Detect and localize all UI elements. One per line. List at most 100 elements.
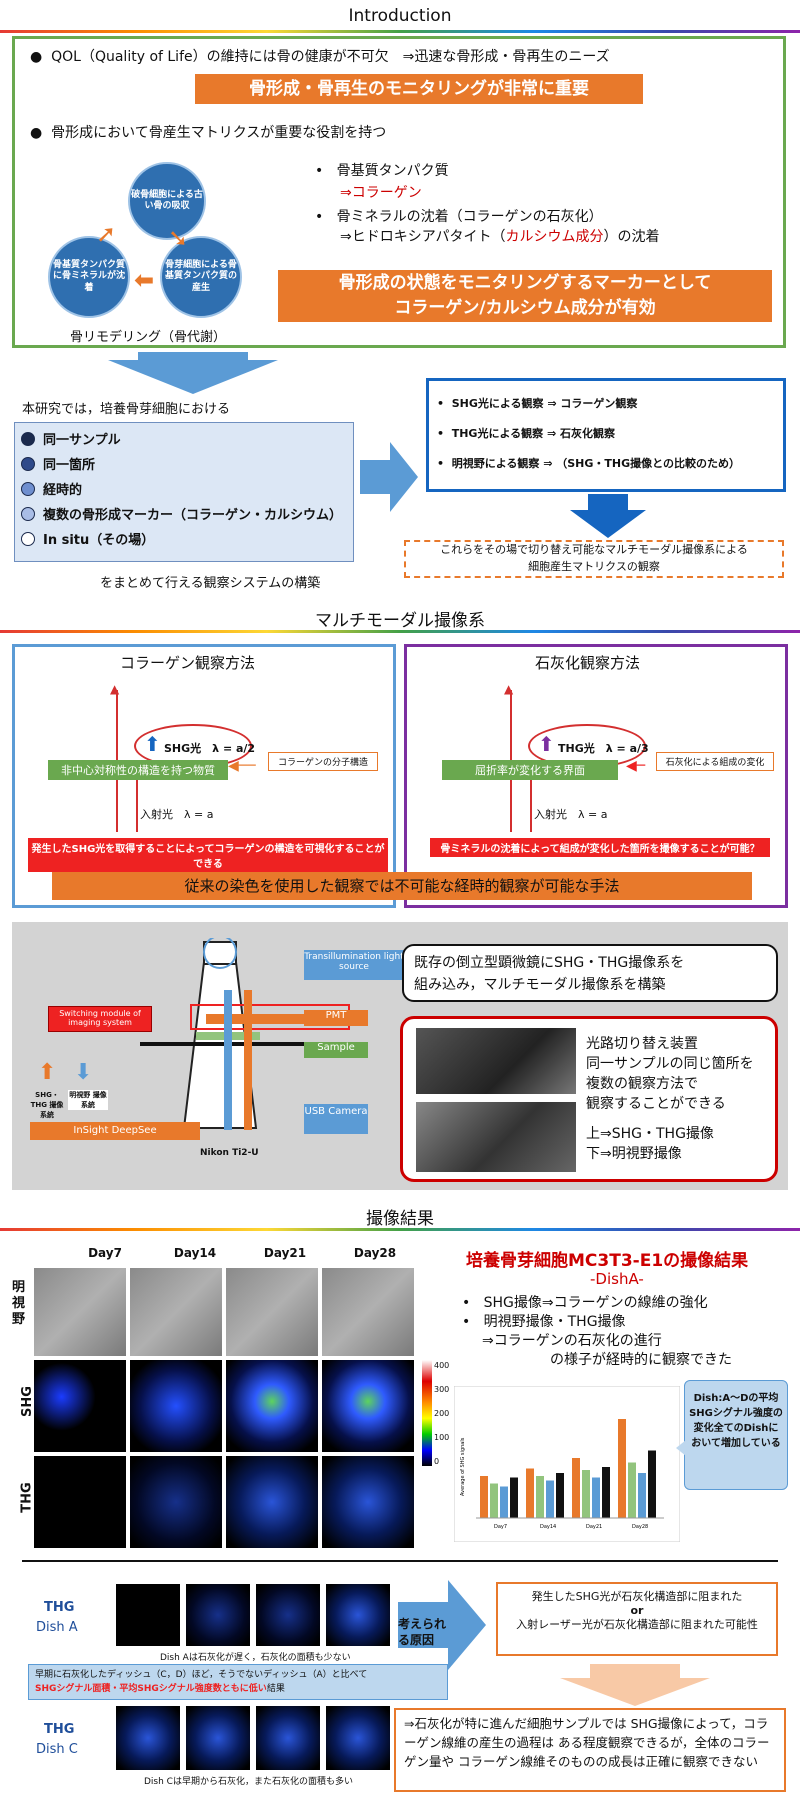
- shg-day28-image: [322, 1360, 414, 1452]
- obs-item: • 明視野による観察 ⇒ （SHG・THG撮像との比較のため）: [437, 457, 741, 470]
- shg-day21-image: [226, 1360, 318, 1452]
- cbar-tick: 200: [434, 1409, 450, 1418]
- hap-post: ）の沈着: [603, 229, 660, 245]
- dish-a-label: Dish A: [36, 1620, 78, 1635]
- down-arrow-icon: [570, 494, 646, 538]
- goal-label: 同一箇所: [43, 458, 96, 473]
- arrow-up-icon: ⬆: [38, 1060, 57, 1085]
- cause-1: 発生したSHG光が石灰化構造部に阻まれた: [531, 1590, 743, 1603]
- purpose-tail: をまとめて行える観察システムの構築: [100, 576, 321, 591]
- system-note-l1: 既存の倒立型顕微鏡にSHG・THG撮像系を: [414, 955, 685, 971]
- thg-dish-c-label: THG: [44, 1722, 75, 1737]
- bullet-hap: ⇒ヒドロキシアパタイト（カルシウム成分）の沈着: [340, 226, 659, 246]
- collagen-structure-label: コラーゲンの分子構造: [268, 752, 378, 771]
- cycle-arrow-icon: ➘: [168, 224, 189, 252]
- incident-label: 入射光 λ = a: [140, 808, 214, 821]
- cycle-production: 骨芽細胞による骨基質タンパク質の産生: [160, 236, 242, 318]
- bullet-mineral-label: 骨ミネラルの沈着（コラーゲンの石灰化）: [336, 209, 603, 225]
- x-tick-label: Day14: [540, 1524, 556, 1530]
- sample-label: Sample: [304, 1042, 368, 1058]
- cbar-tick: 0: [434, 1457, 440, 1466]
- day-label: Day14: [173, 1246, 217, 1260]
- cause-or: or: [630, 1604, 644, 1617]
- day-label: Day7: [88, 1246, 122, 1260]
- bar-B-Day21: [582, 1470, 590, 1518]
- composition-label: 石灰化による組成の変化: [656, 752, 774, 771]
- usb-camera-label: USB Camera: [304, 1104, 368, 1134]
- obs-item: • SHG光による観察 ⇒ コラーゲン観察: [437, 397, 638, 410]
- result-text: の様子が経時的に観察できた: [550, 1352, 732, 1368]
- thg-day7-image: [34, 1456, 126, 1548]
- incident-label: 入射光 λ = a: [534, 808, 608, 821]
- light-path: [136, 768, 138, 832]
- results-heading: 培養骨芽細胞MC3T3-E1の撮像結果: [466, 1251, 749, 1271]
- dot-icon: [21, 506, 35, 521]
- goal-label: In situ（その場）: [43, 533, 155, 548]
- bf-day21-image: [226, 1268, 318, 1356]
- dish-c-caption: Dish Cは早期から石灰化，また石灰化の面積も多い: [144, 1777, 353, 1787]
- timelapse-banner: 従来の染色を使用した観察では不可能な経時的観察が可能な手法: [52, 872, 752, 900]
- dish-c-image: [116, 1706, 180, 1770]
- laser-path: [206, 1014, 304, 1024]
- bullet-protein-label: 骨基質タンパク質: [336, 163, 449, 179]
- thg-day28-image: [322, 1456, 414, 1548]
- switch-photo-bottom: [416, 1102, 576, 1172]
- day-label: Day28: [353, 1246, 397, 1260]
- system-note: 既存の倒立型顕微鏡にSHG・THG撮像系を組み込み，マルチモーダル撮像系を構築: [402, 944, 778, 1002]
- light-path: [530, 768, 532, 832]
- bar-B-Day7: [490, 1483, 498, 1518]
- callout-tail-icon: [676, 1440, 686, 1456]
- dish-a-image: [326, 1584, 390, 1646]
- bar-D-Day28: [648, 1450, 656, 1518]
- comparison-red: SHGシグナル面積・平均SHGシグナル強度数ともに低い: [35, 1684, 267, 1694]
- banner-marker-l1: 骨形成の状態をモニタリングするマーカーとして: [338, 273, 712, 293]
- switch-label: Switching module of imaging system: [48, 1006, 152, 1032]
- arrow-up-icon: ▲: [504, 682, 514, 696]
- switch-photo-top: [416, 1028, 576, 1094]
- colorbar-ticks: 400 300 200 100 0: [434, 1354, 449, 1474]
- cause-2: 入射レーザー光が石灰化構造部に阻まれた可能性: [516, 1618, 758, 1631]
- shg-callout: Dish:A〜Dの平均SHGシグナル強度の変化全てのDishにおいて増加している: [684, 1380, 788, 1490]
- bf-system: 明視野 撮像系統: [68, 1090, 108, 1110]
- dish-a-image: [116, 1584, 180, 1646]
- thg-note: 骨ミネラルの沈着によって組成が変化した箇所を撮像することが可能？: [430, 838, 770, 857]
- cycle-resorption: 破骨細胞による古い骨の吸収: [128, 162, 206, 240]
- dish-c-label: Dish C: [36, 1742, 78, 1757]
- obs-label: SHG光による観察 ⇒ コラーゲン観察: [451, 397, 638, 410]
- x-tick-label: Day21: [586, 1524, 602, 1530]
- goal-label: 同一サンプル: [43, 433, 121, 448]
- bar-B-Day28: [628, 1462, 636, 1518]
- bar-A-Day7: [480, 1476, 488, 1518]
- dish-c-image: [256, 1706, 320, 1770]
- comparison-note: 早期に石灰化したディッシュ（C，D）ほど，そうでないディッシュ（A）と比べて S…: [28, 1664, 448, 1700]
- bar-D-Day7: [510, 1477, 518, 1518]
- cycle-caption: 骨リモデリング（骨代謝）: [70, 330, 227, 345]
- cause-box: 発生したSHG光が石灰化構造部に阻まれた or 入射レーザー光が石灰化構造部に阻…: [496, 1582, 778, 1656]
- down-arrow-icon: [108, 352, 278, 394]
- dot-icon: [21, 531, 35, 546]
- bar-C-Day14: [546, 1480, 554, 1518]
- result-item: • SHG撮像⇒コラーゲンの線維の強化: [462, 1295, 708, 1311]
- trans-label: Transillumination light source: [304, 950, 404, 980]
- obs-box: • SHG光による観察 ⇒ コラーゲン観察 • THG光による観察 ⇒ 石灰化観…: [426, 378, 786, 492]
- bar-A-Day28: [618, 1419, 626, 1518]
- chart-ylabel: Average of SHG signals: [460, 1437, 466, 1496]
- multimodal-l2: 細胞産生マトリクスの観察: [528, 559, 660, 573]
- bullet-protein: • 骨基質タンパク質: [315, 163, 449, 179]
- result-text: SHG撮像⇒コラーゲンの線維の強化: [483, 1295, 708, 1311]
- arrow-down-icon: ⬇: [74, 1060, 93, 1085]
- thg-dish-a-label: THG: [44, 1600, 75, 1615]
- insight-label: InSight DeepSee: [30, 1122, 200, 1140]
- cbar-tick: 300: [434, 1385, 450, 1394]
- row-label-shg: SHG: [19, 1386, 35, 1417]
- bar-C-Day7: [500, 1486, 508, 1518]
- shg-day14-image: [130, 1360, 222, 1452]
- switch-desc: 光路切り替え装置 同一サンプルの同じ箇所を 複数の観察方法で 観察することができ…: [586, 1034, 754, 1164]
- noncentrosymmetric-bar: 非中心対称性の構造を持つ物質: [48, 760, 228, 780]
- cycle-arrow-icon: ➚: [96, 220, 117, 248]
- interface-bar: 屈折率が変化する界面: [442, 760, 618, 780]
- cause-label: 考えられる原因: [398, 1617, 447, 1647]
- bar-A-Day21: [572, 1458, 580, 1518]
- dot-icon: [21, 456, 35, 471]
- goal-list: 同一サンプル 同一箇所 経時的 複数の骨形成マーカー（コラーゲン・カルシウム） …: [14, 422, 354, 562]
